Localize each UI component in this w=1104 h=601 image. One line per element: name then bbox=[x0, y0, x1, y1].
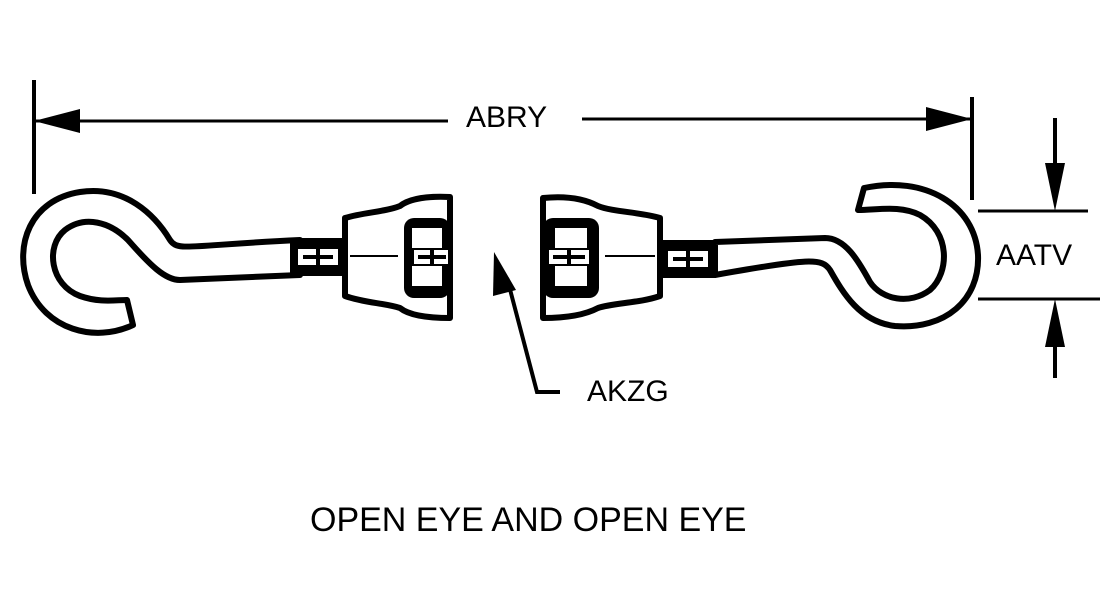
right-open-eye-hook bbox=[712, 181, 982, 330]
left-open-eye-hook bbox=[20, 187, 303, 336]
diagram-caption: OPEN EYE AND OPEN EYE bbox=[310, 501, 747, 539]
overall-length-label: ABRY bbox=[466, 101, 548, 134]
left-threaded-rod bbox=[290, 238, 350, 276]
right-arrowhead bbox=[926, 107, 972, 131]
left-body-half bbox=[342, 193, 453, 321]
right-threaded-rod bbox=[660, 240, 716, 278]
upper-arrowhead bbox=[1045, 163, 1065, 211]
body-callout-label: AKZG bbox=[587, 375, 669, 408]
eye-diameter-dimension bbox=[978, 118, 1100, 378]
eye-diameter-label: AATV bbox=[996, 239, 1073, 272]
body-callout-leader bbox=[493, 252, 560, 394]
left-arrowhead bbox=[34, 109, 80, 133]
overall-length-dimension bbox=[32, 80, 974, 200]
lower-arrowhead bbox=[1045, 299, 1065, 347]
right-body-half bbox=[540, 194, 663, 321]
